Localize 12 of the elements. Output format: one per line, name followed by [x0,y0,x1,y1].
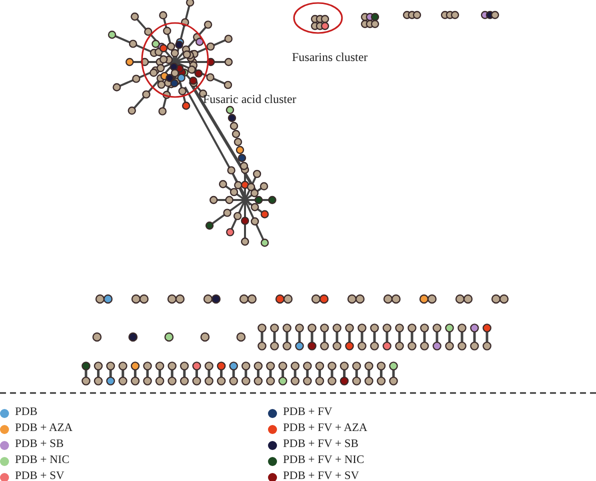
cluster-label: Fusarins cluster [292,50,368,65]
legend-label: PDB + NIC [15,454,70,466]
legend-label: PDB + FV [283,406,332,418]
legend-label: PDB + FV + SB [283,438,358,450]
legend-label: PDB + SB [15,438,64,450]
legend-label: PDB + FV + AZA [283,422,368,434]
legend-label: PDB + SV [15,470,64,481]
legend-label: PDB + AZA [15,422,73,434]
legend-label: PDB [15,406,38,418]
legend-label: PDB + FV + SV [283,470,360,481]
cluster-label: Fusaric acid cluster [203,92,296,107]
legend-label: PDB + FV + NIC [283,454,364,466]
